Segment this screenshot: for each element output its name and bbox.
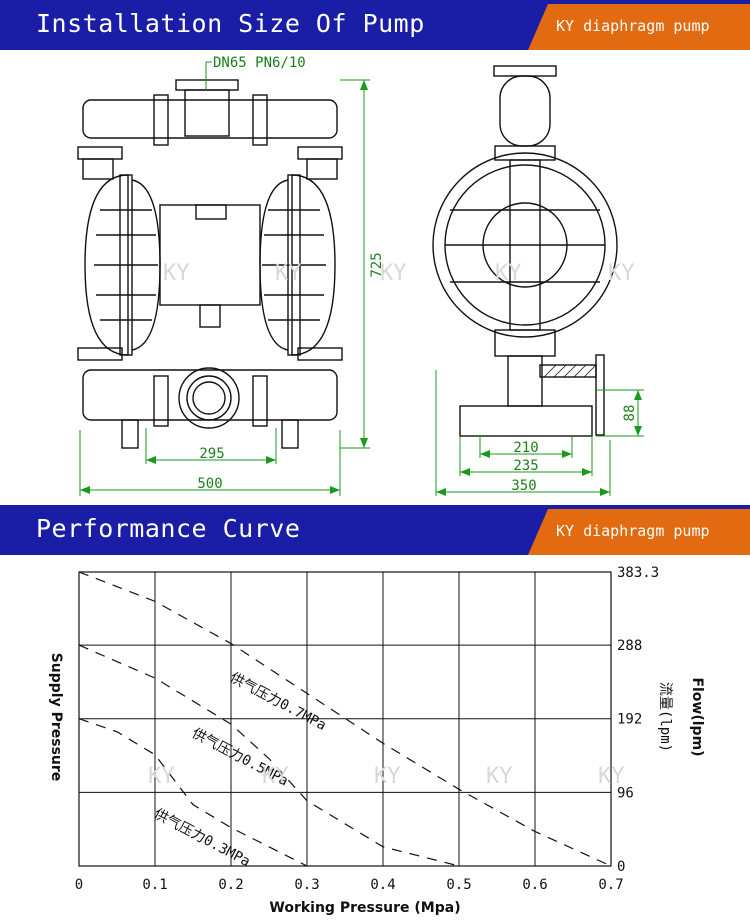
dim-210: 210	[513, 440, 538, 456]
dim-725: 725	[369, 252, 385, 277]
x-tick-label: 0.3	[294, 877, 319, 893]
series-line	[78, 571, 612, 867]
section-banner-installation: Installation Size Of Pump KY diaphragm p…	[0, 0, 750, 50]
watermark: KY	[262, 764, 289, 789]
watermark: KY	[486, 764, 513, 789]
section-banner-performance: Performance Curve KY diaphragm pump	[0, 505, 750, 555]
x-tick-label: 0	[75, 877, 83, 893]
flange-label: DN65 PN6/10	[213, 55, 306, 71]
y-tick-label: 0	[617, 859, 625, 875]
y-tick-label: 96	[617, 785, 634, 801]
dim-295: 295	[199, 446, 224, 462]
series-line	[78, 718, 308, 867]
x-tick-label: 0.2	[218, 877, 243, 893]
dim-235: 235	[513, 458, 538, 474]
dim-88: 88	[622, 405, 638, 422]
x-tick-label: 0.7	[598, 877, 623, 893]
brand-tag: KY diaphragm pump	[528, 509, 750, 555]
brand-tag-label: KY diaphragm pump	[556, 522, 710, 540]
watermark: KY	[380, 261, 407, 286]
y-axis-label-right-cn: 流量(lpm)	[657, 682, 673, 752]
dimension-lines	[79, 61, 644, 496]
x-tick-label: 0.4	[370, 877, 395, 893]
chart-labels: 0 0.1 0.2 0.3 0.4 0.5 0.6 0.7 0 96 192 288 383.3	[75, 565, 659, 893]
watermark: KY	[163, 261, 190, 286]
dim-350: 350	[511, 478, 536, 494]
dim-500: 500	[197, 476, 222, 492]
watermark: KY	[608, 261, 635, 286]
brand-tag: KY diaphragm pump	[528, 4, 750, 50]
chart-grid	[78, 571, 612, 867]
series-line	[78, 644, 460, 867]
x-axis-label: Working Pressure (Mpa)	[269, 900, 460, 916]
x-tick-label: 0.6	[522, 877, 547, 893]
watermark: KY	[275, 261, 302, 286]
watermark: KY	[598, 764, 625, 789]
y-tick-label: 192	[617, 712, 642, 728]
watermark: KY	[374, 764, 401, 789]
pump-side-view	[432, 65, 618, 437]
watermark: KY	[148, 764, 175, 789]
section-title: Performance Curve	[36, 514, 301, 543]
y-axis-label-right: Flow(lpm)	[689, 677, 705, 756]
x-tick-label: 0.5	[446, 877, 471, 893]
brand-tag-label: KY diaphragm pump	[556, 17, 710, 35]
x-tick-label: 0.1	[142, 877, 167, 893]
series-label: 供气压力0.7MPa	[227, 670, 329, 734]
chart-watermarks: KY KY KY KY KY	[148, 764, 625, 789]
y-axis-label-left: Supply Pressure	[48, 653, 64, 782]
dimension-arrows	[80, 80, 642, 496]
tag-background	[528, 4, 750, 50]
pump-front-view	[77, 79, 343, 449]
y-tick-label: 383.3	[617, 565, 659, 581]
series-label: 供气压力0.3MPa	[151, 806, 253, 870]
pipe-hatching	[543, 364, 597, 378]
installation-drawing: DN65 PN6/10 725 295 500 210 235 350 88 K…	[77, 55, 644, 496]
watermark: KY	[495, 261, 522, 286]
y-tick-label: 288	[617, 638, 642, 654]
tag-background	[528, 509, 750, 555]
section-title: Installation Size Of Pump	[36, 9, 425, 38]
